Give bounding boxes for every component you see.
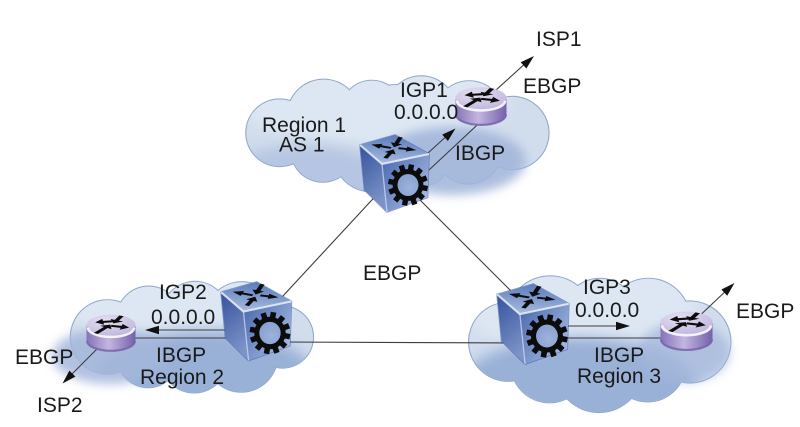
svg-text:IGP1: IGP1 xyxy=(400,79,448,102)
svg-text:Region 3: Region 3 xyxy=(577,365,661,388)
svg-text:AS 1: AS 1 xyxy=(279,134,325,157)
svg-text:IGP3: IGP3 xyxy=(583,276,631,299)
svg-text:ISP2: ISP2 xyxy=(37,394,83,417)
svg-text:IBGP: IBGP xyxy=(455,142,505,165)
svg-text:Region 1: Region 1 xyxy=(262,114,346,137)
svg-text:IBGP: IBGP xyxy=(156,344,206,367)
svg-text:EBGP: EBGP xyxy=(15,346,73,369)
svg-text:EBGP: EBGP xyxy=(523,75,581,98)
svg-text:EBGP: EBGP xyxy=(363,262,421,285)
svg-text:0.0.0.0: 0.0.0.0 xyxy=(575,299,639,322)
svg-text:Region 2: Region 2 xyxy=(140,366,224,389)
svg-text:0.0.0.0: 0.0.0.0 xyxy=(151,306,215,329)
svg-text:ISP1: ISP1 xyxy=(536,28,582,51)
svg-text:IBGP: IBGP xyxy=(594,344,644,367)
svg-text:0.0.0.0: 0.0.0.0 xyxy=(394,101,458,124)
svg-text:IGP2: IGP2 xyxy=(159,281,207,304)
svg-text:EBGP: EBGP xyxy=(736,300,794,323)
